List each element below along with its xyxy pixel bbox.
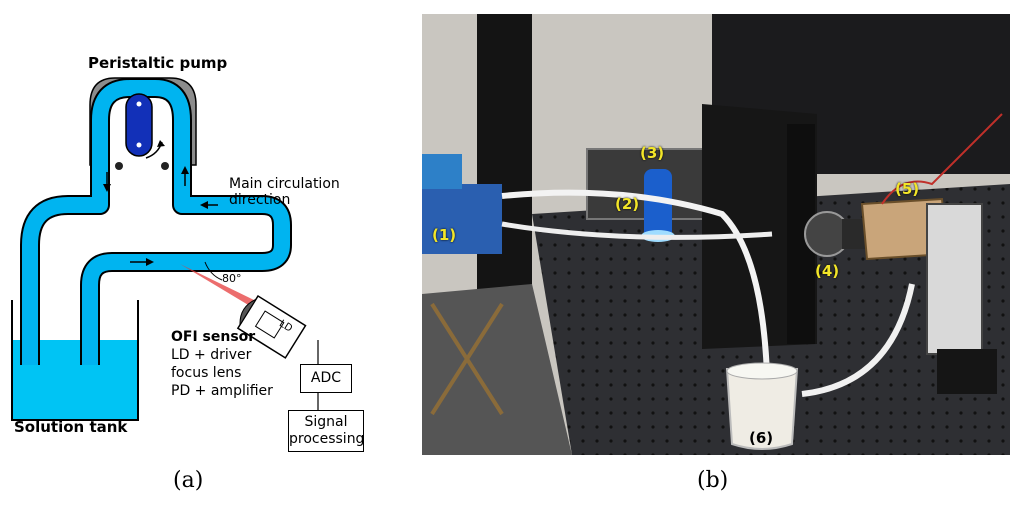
flow-arrows [103,166,218,266]
sensor-line-3: PD + amplifier [171,383,273,399]
ofi-sensor-head [236,294,307,359]
tube-photo [501,189,770,375]
angle-arc [204,261,223,281]
sensor-title: OFI sensor [171,329,256,345]
signal-processing-box: Signal processing [288,410,364,452]
signal-line-2: processing [289,431,365,447]
tank-outline [11,300,139,421]
angle-label: 80° [222,272,242,285]
pump-rotor [125,93,165,159]
schematic-panel: Peristaltic pump Main circulation direct… [0,0,410,505]
direction-label-1: Main circulation [229,176,340,192]
caption-a: (a) [173,468,204,493]
lab-jack [430,302,504,416]
schematic-drawing [11,77,319,421]
photo-label-1: (1) [432,226,457,244]
tank-label: Solution tank [14,418,128,436]
photo-label-2: (2) [615,195,640,213]
photo-label-6: (6) [749,429,774,447]
device-2 [644,169,672,239]
setup-photo: (1) (2) (3) (4) (5) (6) [422,14,1010,455]
photo-label-4: (4) [815,262,840,280]
lab-bench [422,284,572,455]
adc-box: ADC [300,364,352,393]
device-6 [725,368,799,450]
photo-label-3: (3) [640,144,665,162]
roller-left [115,162,123,170]
photo-label-5: (5) [895,180,920,198]
signal-line-1: Signal [304,414,348,430]
direction-label-2: direction [229,192,291,208]
adc-label: ADC [310,370,342,386]
caption-b: (b) [697,468,729,493]
sensor-line-1: LD + driver [171,347,252,363]
tubing [20,78,292,365]
sensor-line-2: focus lens [171,365,242,381]
device-1 [422,184,502,254]
photo-drawing [422,14,1010,455]
roller-right [161,162,169,170]
pump-label: Peristaltic pump [88,54,228,72]
